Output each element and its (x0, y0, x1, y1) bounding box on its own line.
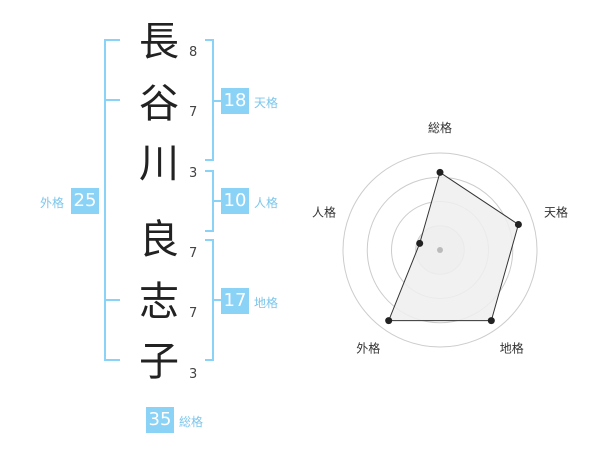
gaikaku-value: 25 (71, 188, 99, 214)
chikaku-label: 地格 (254, 296, 279, 310)
radar-axis-label-5: 人格 (312, 204, 336, 219)
name-char-2: 谷 (139, 81, 179, 127)
radar-point-1 (436, 168, 444, 176)
radar-center-dot (437, 247, 443, 253)
stroke-count-2: 7 (189, 105, 198, 120)
radar-axis-label-3: 地格 (500, 341, 524, 356)
radar-axis-label-1: 総格 (428, 120, 452, 135)
tenkaku-label: 天格 (254, 96, 279, 110)
radar-ring (342, 152, 538, 348)
gaikaku-bracket (104, 39, 120, 361)
stroke-count-5: 7 (189, 306, 198, 321)
name-char-5: 志 (139, 279, 179, 325)
radar-shape (387, 171, 519, 322)
name-char-3: 川 (139, 141, 179, 187)
radar-axis-label-2: 天格 (544, 204, 568, 219)
name-char-4: 良 (139, 217, 179, 263)
stroke-count-4: 7 (189, 246, 198, 261)
jinkaku-value: 10 (221, 188, 249, 214)
radar-point-2 (514, 221, 522, 229)
tenkaku-value: 18 (221, 88, 249, 114)
radar-point-4 (385, 317, 393, 325)
chikaku-value: 17 (221, 288, 249, 314)
soukaku-value: 35 (146, 407, 174, 433)
radar-points (385, 168, 522, 325)
radar-point-5 (416, 239, 424, 247)
jinkaku-label: 人格 (254, 196, 279, 210)
soukaku-label: 総格 (179, 415, 204, 429)
radar-axis-label-4: 外格 (356, 341, 380, 356)
name-char-1: 長 (139, 19, 179, 65)
radar-point-3 (487, 317, 495, 325)
gaikaku-label: 外格 (40, 196, 65, 210)
name-char-6: 子 (139, 339, 179, 385)
stroke-count-3: 3 (189, 166, 198, 181)
stroke-count-6: 3 (189, 367, 198, 382)
stroke-count-1: 8 (189, 45, 198, 60)
